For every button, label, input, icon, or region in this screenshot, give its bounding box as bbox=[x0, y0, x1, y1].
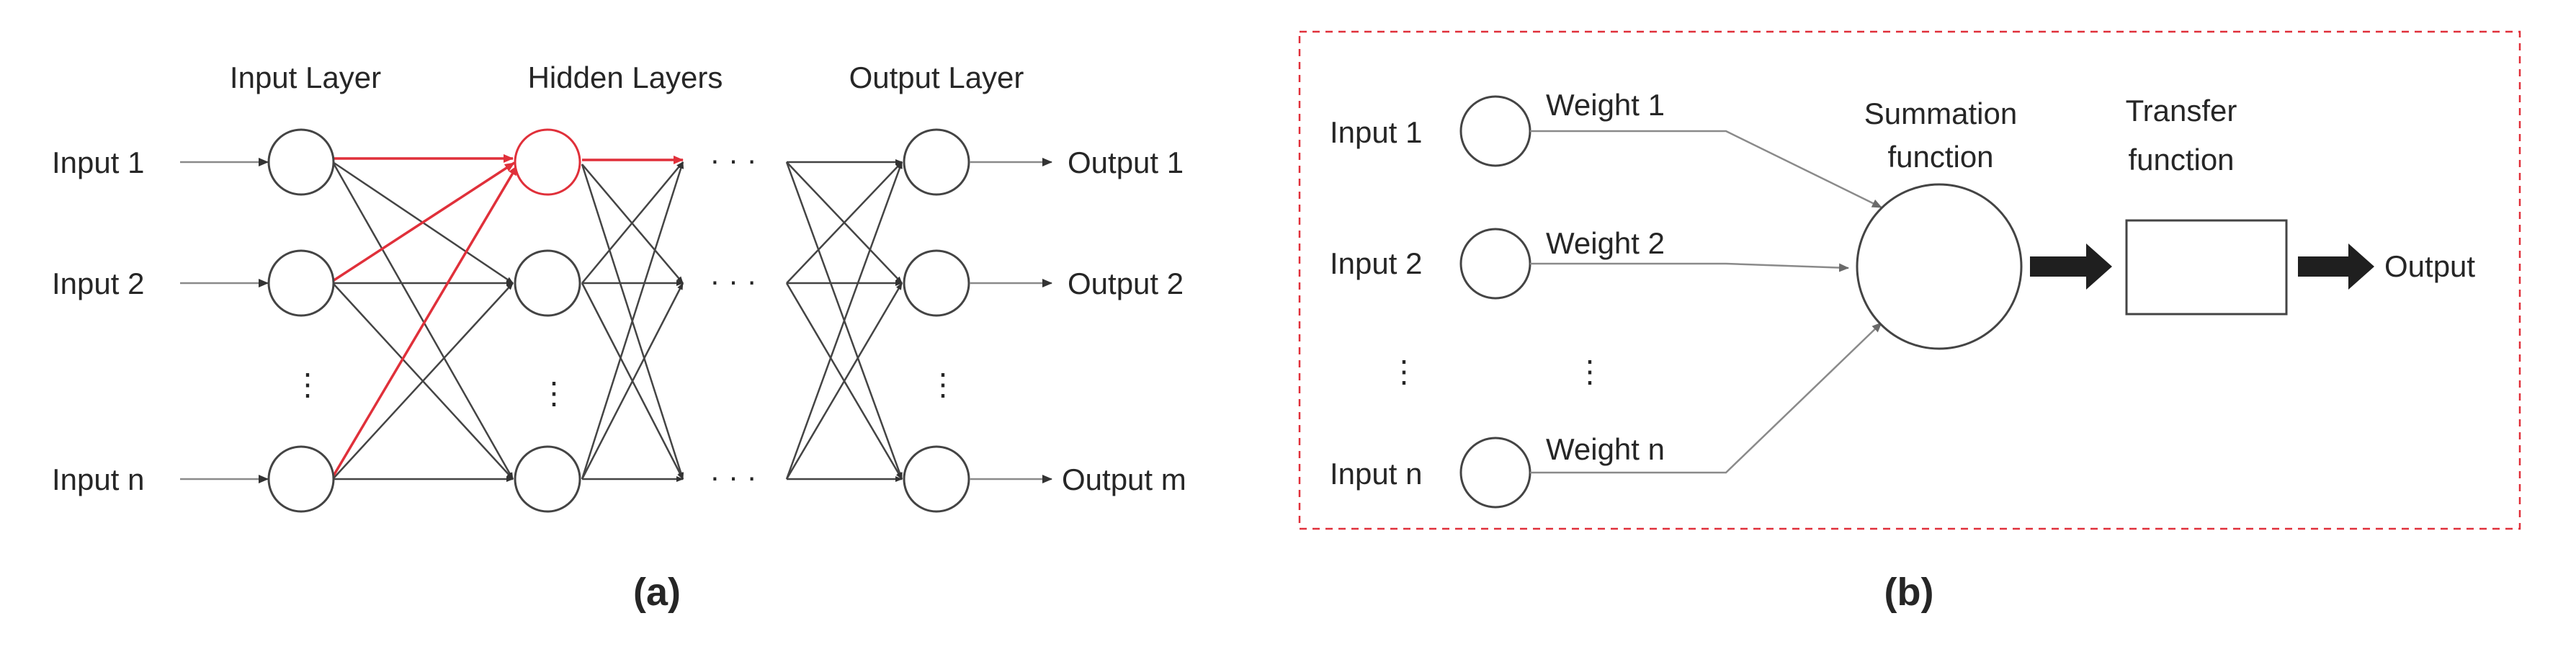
connections-hidden-to-output bbox=[785, 159, 903, 482]
summation-title-line-2: function bbox=[1887, 140, 1993, 174]
neuron-input-label-1: Input 1 bbox=[1330, 115, 1422, 149]
panel-b-caption: (b) bbox=[1884, 571, 1934, 614]
neuron-input-label-n: Input n bbox=[1330, 457, 1422, 491]
edge-c3-o1 bbox=[785, 161, 903, 480]
output-node-1 bbox=[903, 128, 970, 196]
hidden-node-1 bbox=[514, 128, 581, 196]
panel-b-dashed-frame bbox=[1298, 30, 2521, 530]
arrow-to-transfer-icon bbox=[2030, 243, 2112, 290]
weight-label-1: Weight 1 bbox=[1546, 88, 1665, 122]
weight-edge-2 bbox=[1530, 262, 1849, 272]
output-layer-vertical-ellipsis: ⋮ bbox=[928, 367, 958, 401]
neuron-input-node-n bbox=[1459, 437, 1531, 509]
weight-edge-n bbox=[1530, 322, 1882, 474]
transfer-title-line-1: Transfer bbox=[2126, 94, 2237, 128]
panel-b: Input 1 Input 2 Input n ⋮ ⋮ Weight 1 Wei… bbox=[1298, 30, 2521, 614]
neuron-input-node-2 bbox=[1459, 228, 1531, 300]
hidden-layers-title: Hidden Layers bbox=[528, 61, 723, 94]
input-label-1: Input 1 bbox=[52, 146, 144, 179]
weight-label-n: Weight n bbox=[1546, 432, 1665, 466]
hidden-layer-vertical-ellipsis: ⋮ bbox=[539, 376, 569, 410]
edge-h2-to-c1 bbox=[581, 161, 684, 284]
edge-c3-o2 bbox=[785, 282, 903, 480]
transfer-function-box bbox=[2125, 219, 2288, 316]
red-edge-i3-h1 bbox=[331, 165, 519, 478]
neuron-input-label-2: Input 2 bbox=[1330, 246, 1422, 280]
red-edge-i2-h1 bbox=[332, 161, 515, 282]
edge-c2-o1 bbox=[786, 161, 903, 284]
output-layer-nodes bbox=[903, 128, 970, 513]
arrow-to-output-icon bbox=[2298, 243, 2374, 290]
neuron-weight-vertical-ellipsis: ⋮ bbox=[1575, 354, 1605, 388]
input-node-2 bbox=[267, 249, 335, 317]
connections-hidden-to-hidden bbox=[581, 161, 684, 482]
input-layer-vertical-ellipsis: ⋮ bbox=[292, 367, 323, 401]
hidden-node-n bbox=[514, 445, 581, 513]
input-arrows bbox=[180, 158, 269, 483]
highlighted-connections bbox=[331, 154, 684, 478]
summation-title-line-1: Summation bbox=[1864, 97, 2017, 130]
output-node-2 bbox=[903, 249, 970, 317]
input-layer-title: Input Layer bbox=[230, 61, 381, 94]
input-layer-nodes bbox=[267, 128, 335, 513]
edge-i3-h2 bbox=[332, 282, 514, 480]
output-label-1: Output 1 bbox=[1068, 146, 1184, 179]
hidden-ellipsis-n: · · · bbox=[710, 460, 756, 493]
input-node-1 bbox=[267, 128, 335, 196]
edge-h3-to-c1 bbox=[581, 161, 684, 480]
neuron-input-vertical-ellipsis: ⋮ bbox=[1389, 354, 1419, 388]
input-node-n bbox=[267, 445, 335, 513]
edge-i1-h3 bbox=[331, 161, 514, 480]
neuron-input-node-1 bbox=[1459, 95, 1531, 167]
hidden-layer-nodes bbox=[514, 128, 581, 513]
weighted-connections bbox=[1530, 130, 1882, 474]
output-arrows bbox=[970, 158, 1052, 483]
input-label-2: Input 2 bbox=[52, 267, 144, 300]
panel-a-caption: (a) bbox=[633, 571, 681, 614]
weight-label-2: Weight 2 bbox=[1546, 226, 1665, 260]
input-label-n: Input n bbox=[52, 462, 144, 496]
output-label-m: Output m bbox=[1062, 462, 1186, 496]
weight-edge-1 bbox=[1530, 130, 1882, 209]
output-layer-title: Output Layer bbox=[849, 61, 1024, 94]
neuron-input-nodes bbox=[1459, 95, 1531, 509]
hidden-ellipsis-2: · · · bbox=[710, 264, 756, 298]
transfer-title-line-2: function bbox=[2128, 143, 2234, 176]
panel-a: Input Layer Hidden Layers Output Layer I… bbox=[52, 61, 1186, 614]
neuron-output-label: Output bbox=[2384, 249, 2475, 283]
hidden-node-2 bbox=[514, 249, 581, 317]
edge-h3-to-c2 bbox=[581, 282, 684, 480]
output-node-m bbox=[903, 445, 970, 513]
output-label-2: Output 2 bbox=[1068, 267, 1184, 300]
summation-node bbox=[1856, 183, 2023, 350]
hidden-ellipsis-1: · · · bbox=[710, 143, 756, 176]
